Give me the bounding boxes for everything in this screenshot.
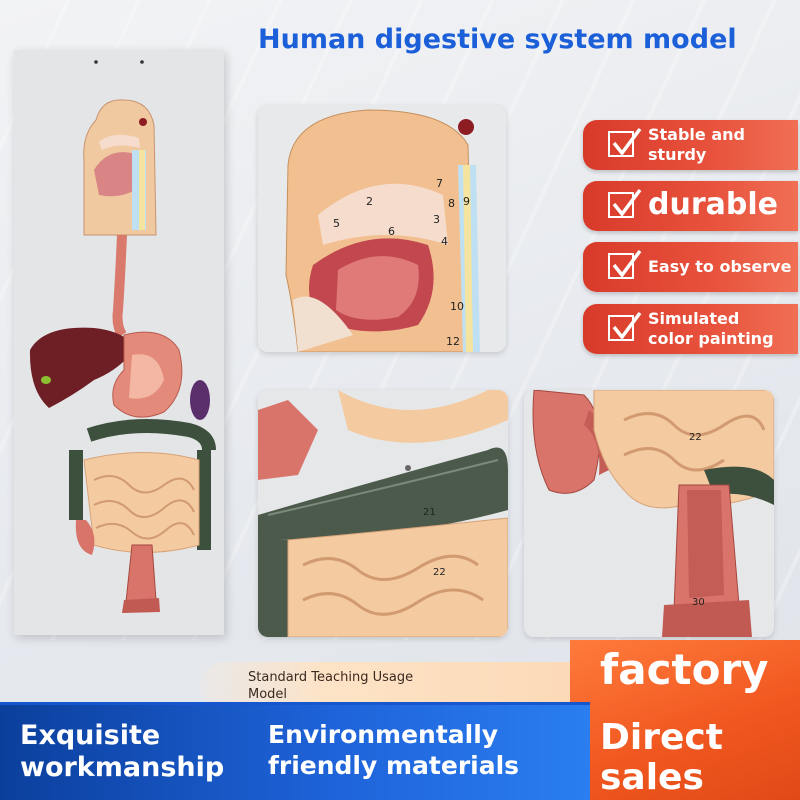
feature-tag-easy-observe: Easy to observe: [583, 242, 798, 292]
colon-label-21: 21: [423, 507, 436, 518]
rectum-label-22: 22: [689, 432, 702, 443]
head-label-9: 9: [463, 195, 470, 208]
head-section-photo: 2 3 4 5 6 7 8 9 10 12: [258, 105, 506, 352]
head-label-10: 10: [450, 300, 464, 313]
checkbox-icon: [608, 127, 642, 157]
head-label-6: 6: [388, 225, 395, 238]
colon-section-illustration: 21 22: [258, 390, 508, 637]
feature-text: durable: [648, 187, 778, 222]
blue-banner: [0, 705, 590, 800]
orange-banner: [570, 640, 800, 800]
head-section-illustration: 2 3 4 5 6 7 8 9 10 12: [258, 105, 506, 352]
head-label-12: 12: [446, 335, 460, 348]
colon-label-22: 22: [433, 567, 446, 578]
feature-text: Easy to observe: [648, 257, 792, 276]
head-label-3: 3: [433, 213, 440, 226]
banner-divider: [0, 702, 590, 707]
page-title: Human digestive system model: [258, 24, 737, 55]
rectum-section-illustration: 22 30: [524, 390, 774, 637]
checkbox-icon: [608, 311, 642, 341]
head-label-5: 5: [333, 217, 340, 230]
head-label-2: 2: [366, 195, 373, 208]
rectum-label-30: 30: [692, 597, 705, 608]
model-board: [14, 50, 224, 635]
checkbox-icon: [608, 249, 642, 279]
head-label-7: 7: [436, 177, 443, 190]
digestive-model-illustration: [29, 60, 216, 613]
head-label-4: 4: [441, 235, 448, 248]
checkbox-icon: [608, 188, 642, 218]
feature-tag-durable: durable: [583, 181, 798, 231]
factory-text: factory: [600, 645, 769, 694]
rectum-section-photo: 22 30: [524, 390, 774, 637]
colon-section-photo: 21 22: [258, 390, 508, 637]
head-label-8: 8: [448, 197, 455, 210]
